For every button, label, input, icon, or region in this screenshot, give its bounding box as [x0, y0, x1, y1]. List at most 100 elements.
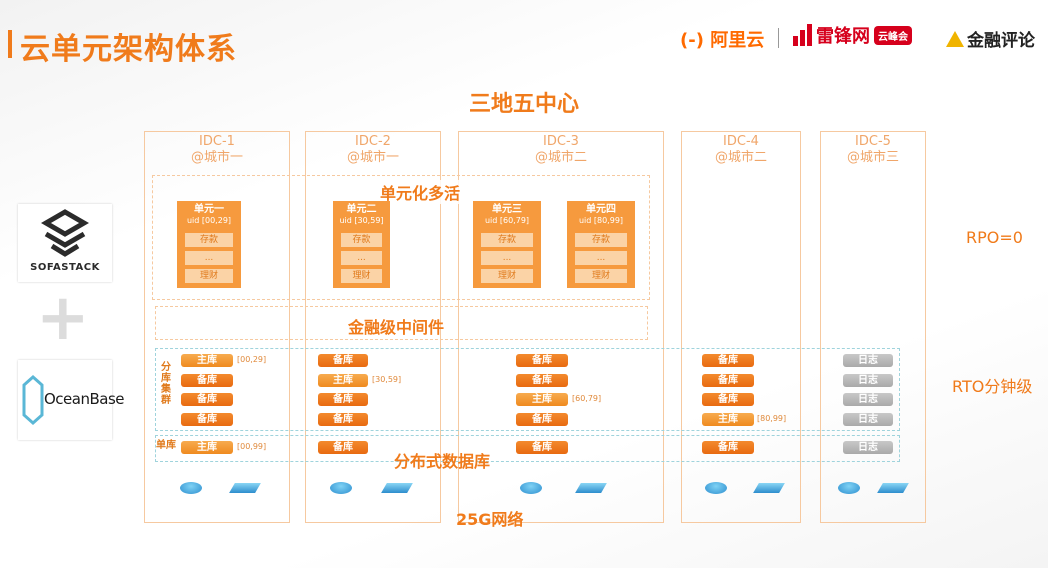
- unit-cell: ...: [575, 251, 627, 265]
- db-backup: 备库: [318, 393, 368, 406]
- idc-column: IDC-5 @城市三: [820, 131, 926, 523]
- db-backup: 备库: [318, 413, 368, 426]
- aliyun-logo: (-) 阿里云: [680, 30, 765, 51]
- page-title: 云单元架构体系: [20, 32, 237, 67]
- leifeng-badge: 云峰会: [874, 25, 912, 45]
- shard-label-char: 群: [161, 395, 171, 406]
- rto-label: RTO分钟级: [952, 377, 1033, 396]
- leifeng-logo: 雷锋网 云峰会: [793, 22, 912, 48]
- db-backup: 备库: [702, 354, 754, 367]
- db-backup: 备库: [181, 374, 233, 387]
- single-db-region: [155, 435, 900, 462]
- db-range: [00,99]: [237, 442, 267, 451]
- idc-column: IDC-3 @城市二: [458, 131, 664, 523]
- router-icon: [330, 482, 352, 494]
- unit-uid: uid [60,79]: [484, 216, 530, 225]
- db-main: 主库: [516, 393, 568, 406]
- sofastack-icon: [41, 209, 89, 257]
- idc-column: IDC-4 @城市二: [681, 131, 801, 523]
- idc-name: IDC-1: [199, 134, 235, 149]
- unit-cell: 理财: [575, 269, 627, 283]
- db-log: 日志: [843, 374, 893, 387]
- shard-label-char: 集: [161, 384, 171, 395]
- unit-cell: ...: [185, 251, 233, 265]
- db-main: 主库: [181, 354, 233, 367]
- router-icon: [705, 482, 727, 494]
- plus-icon: +: [36, 281, 90, 355]
- unit-title: 单元一: [194, 204, 224, 215]
- shard-label-char: 分: [161, 362, 171, 373]
- rpo-label: RPO=0: [966, 228, 1023, 247]
- idc-column: IDC-2 @城市一: [305, 131, 441, 523]
- db-main: 主库: [318, 374, 368, 387]
- unit-title: 单元二: [346, 204, 377, 215]
- shard-label-char: 库: [161, 373, 171, 384]
- unit-title: 单元三: [492, 204, 522, 215]
- db-backup: 备库: [516, 413, 568, 426]
- db-backup: 备库: [702, 374, 754, 387]
- unit-cell: 存款: [481, 233, 533, 247]
- oceanbase-logo: OceanBase: [18, 360, 125, 440]
- shard-cluster-region: [155, 348, 900, 431]
- db-log: 日志: [843, 354, 893, 367]
- leifeng-mark-icon: [793, 24, 812, 46]
- db-backup: 备库: [702, 441, 754, 454]
- db-range: [00,29]: [237, 355, 267, 364]
- db-backup: 备库: [516, 374, 568, 387]
- unit-cell: ...: [341, 251, 382, 265]
- sofastack-logo: SOFASTACK: [18, 204, 112, 282]
- unit-uid: uid [80,99]: [578, 216, 624, 225]
- idc-name: IDC-5: [855, 134, 891, 149]
- multi-active-region: [152, 175, 650, 300]
- unit-cell: 理财: [481, 269, 533, 283]
- router-icon: [838, 482, 860, 494]
- unit-cell: ...: [481, 251, 533, 265]
- idc-name: IDC-2: [355, 134, 391, 149]
- unit-uid: uid [30,59]: [339, 216, 384, 225]
- network-label: 25G网络: [456, 510, 524, 529]
- distributed-db-label: 分布式数据库: [394, 452, 491, 471]
- unit-cell: 存款: [575, 233, 627, 247]
- db-log: 日志: [843, 413, 893, 426]
- db-backup: 备库: [318, 354, 368, 367]
- idc-city: @城市一: [346, 150, 399, 165]
- router-icon: [180, 482, 202, 494]
- db-backup: 备库: [702, 393, 754, 406]
- db-backup: 备库: [516, 354, 568, 367]
- db-log: 日志: [843, 441, 893, 454]
- shard-cluster-label: 分 库 集 群: [161, 362, 171, 406]
- db-backup: 备库: [181, 393, 233, 406]
- db-backup: 备库: [181, 413, 233, 426]
- jinrong-logo: 金融评论: [946, 26, 1035, 51]
- router-icon: [520, 482, 542, 494]
- diagram-subtitle: 三地五中心: [468, 92, 579, 117]
- sofastack-label: SOFASTACK: [30, 262, 100, 273]
- idc-city: @城市二: [714, 150, 767, 165]
- db-main: 主库: [181, 441, 233, 454]
- db-log: 日志: [843, 393, 893, 406]
- unit-card: 单元二 uid [30,59] 存款 ... 理财: [333, 201, 390, 288]
- unit-card: 单元一 uid [00,29] 存款 ... 理财: [177, 201, 241, 288]
- multi-active-label: 单元化多活: [378, 180, 463, 204]
- oceanbase-icon: [22, 375, 44, 425]
- db-backup: 备库: [318, 441, 368, 454]
- leifeng-text: 雷锋网: [816, 26, 870, 47]
- unit-cell: 理财: [341, 269, 382, 283]
- unit-cell: 理财: [185, 269, 233, 283]
- title-accent-bar: [8, 30, 12, 58]
- db-main: 主库: [702, 413, 754, 426]
- idc-column: IDC-1 @城市一: [144, 131, 290, 523]
- db-backup: 备库: [516, 441, 568, 454]
- unit-cell: 存款: [185, 233, 233, 247]
- single-db-label: 单库: [156, 440, 176, 451]
- unit-cell: 存款: [341, 233, 382, 247]
- middleware-region: [155, 306, 648, 340]
- db-range: [80,99]: [757, 414, 787, 423]
- logo-divider: [778, 28, 779, 48]
- idc-city: @城市三: [846, 150, 899, 165]
- idc-city: @城市二: [534, 150, 587, 165]
- jinrong-mark-icon: [946, 30, 964, 47]
- idc-name: IDC-3: [543, 134, 579, 149]
- db-range: [30,59]: [372, 375, 402, 384]
- idc-city: @城市一: [190, 150, 243, 165]
